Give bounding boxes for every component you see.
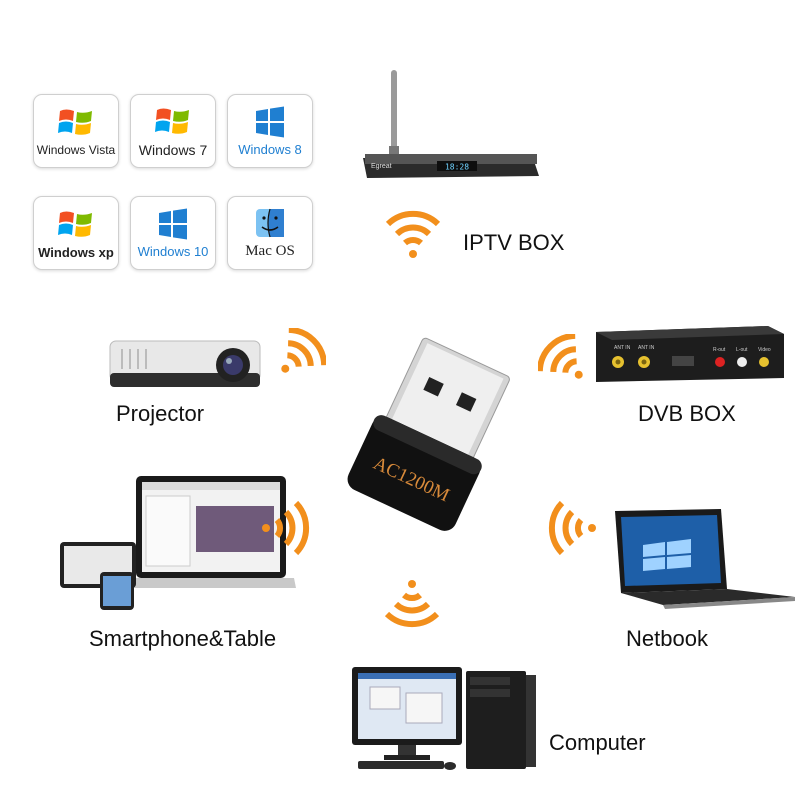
windows-flag-icon bbox=[58, 109, 92, 135]
dvb-port-label: Video bbox=[758, 347, 771, 353]
iptv-brand-text: Egreat bbox=[371, 163, 392, 170]
windows-flag-icon bbox=[58, 211, 92, 237]
projector-image bbox=[109, 340, 261, 387]
wifi-signal-icon bbox=[262, 500, 310, 556]
usb-wifi-adapter-image: AC1200M bbox=[347, 337, 510, 531]
dvb-box-image: ANT IN ANT IN R-out L-out Video bbox=[596, 326, 784, 382]
os-name: Windows Vista bbox=[36, 143, 116, 157]
os-name: Windows 10 bbox=[137, 243, 209, 259]
os-tile-mac-os: Mac OS bbox=[227, 196, 313, 270]
wifi-signal-icon bbox=[384, 580, 440, 628]
os-tile-windows-8: Windows 8 bbox=[227, 94, 313, 168]
smartphone-table-label: Smartphone&Table bbox=[89, 626, 277, 651]
os-name: Windows 8 bbox=[238, 141, 302, 157]
windows-tiles-icon bbox=[256, 106, 284, 137]
os-tile-windows-vista: Windows Vista bbox=[33, 94, 119, 168]
smartphone-tablet-laptop-image bbox=[60, 476, 296, 610]
os-name: Windows 7 bbox=[138, 142, 208, 158]
os-name: Windows xp bbox=[38, 244, 114, 260]
iptv-box-image: 18:28 Egreat bbox=[363, 70, 539, 178]
wifi-signal-icon bbox=[548, 500, 596, 556]
iptv-box-label: IPTV BOX bbox=[463, 230, 565, 255]
wifi-signal-icon bbox=[538, 334, 583, 379]
dvb-box-label: DVB BOX bbox=[638, 401, 736, 426]
iptv-display-text: 18:28 bbox=[445, 163, 469, 172]
os-tile-windows-xp: Windows xp bbox=[33, 196, 119, 270]
dvb-port-label: L-out bbox=[736, 347, 748, 353]
projector-label: Projector bbox=[116, 401, 205, 426]
os-tile-windows-10: Windows 10 bbox=[130, 196, 216, 270]
computer-image bbox=[352, 667, 536, 770]
windows-tiles-icon bbox=[159, 208, 187, 239]
os-name: Mac OS bbox=[245, 242, 295, 259]
netbook-image bbox=[615, 509, 795, 609]
dvb-port-label: ANT IN bbox=[638, 345, 655, 351]
os-tile-windows-7: Windows 7 bbox=[130, 94, 216, 168]
wifi-signal-icon bbox=[385, 210, 441, 258]
dvb-port-label: ANT IN bbox=[614, 345, 631, 351]
computer-label: Computer bbox=[549, 730, 646, 755]
wifi-signal-icon bbox=[281, 328, 326, 373]
dvb-port-label: R-out bbox=[713, 347, 726, 353]
netbook-label: Netbook bbox=[626, 626, 708, 651]
finder-icon bbox=[256, 208, 284, 237]
windows-flag-icon bbox=[155, 108, 189, 134]
